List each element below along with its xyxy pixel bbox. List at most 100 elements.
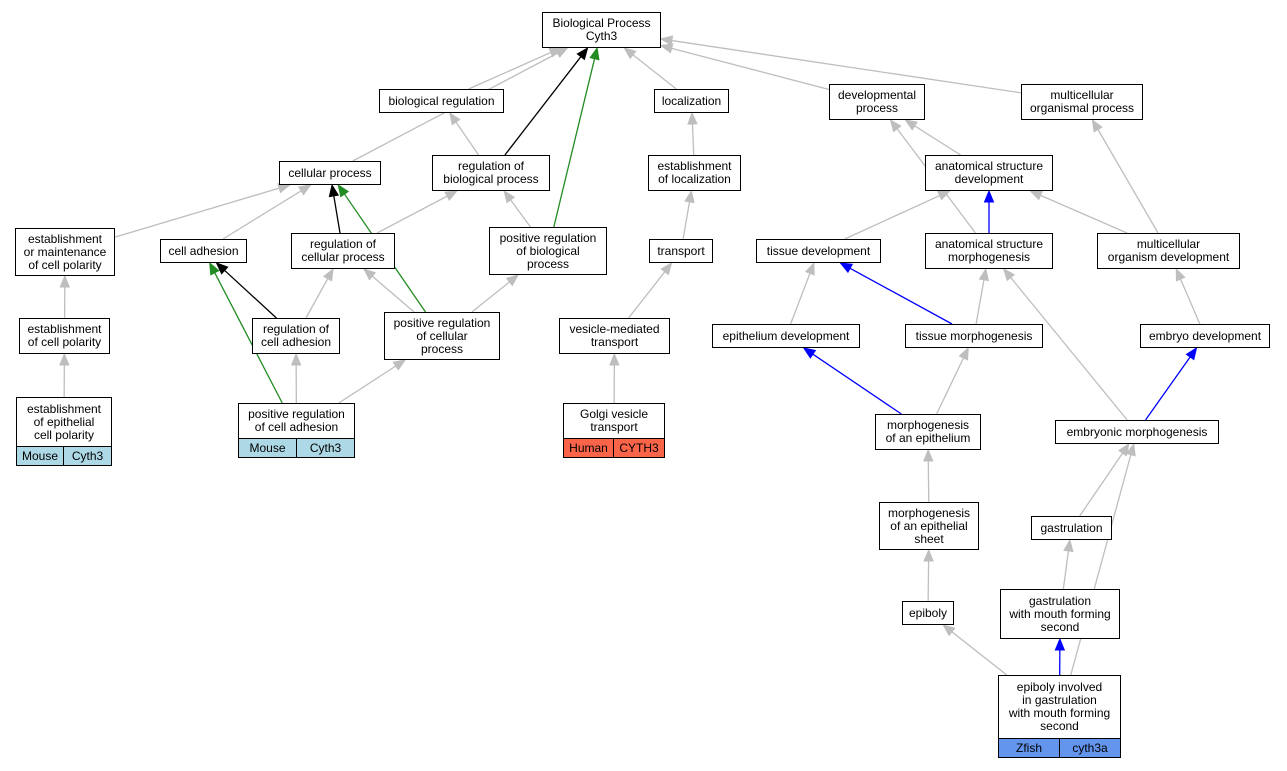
go-term-bp[interactable]: Biological Process Cyth3 — [542, 12, 661, 48]
go-term-vmt[interactable]: vesicle-mediated transport — [559, 318, 670, 354]
go-term-epd[interactable]: epithelium development — [712, 324, 860, 348]
arrowhead — [362, 268, 377, 281]
arrowhead — [923, 548, 934, 562]
edge-emm-to-emd — [1144, 356, 1191, 421]
arrowhead — [1054, 637, 1066, 651]
arrowhead — [983, 189, 995, 203]
edge-breg-to-bp — [468, 51, 552, 90]
go-term-cp[interactable]: cellular process — [279, 161, 381, 185]
edge-rcp-to-rbp — [376, 195, 448, 234]
go-term-eloc[interactable]: establishment of localization — [648, 155, 741, 191]
arrowhead — [589, 46, 600, 61]
go-term-moe[interactable]: morphogenesis of an epithelium — [875, 414, 981, 450]
edge-rca-to-rcp — [305, 278, 329, 319]
go-term-ecp[interactable]: establishment of cell polarity — [19, 318, 110, 354]
edge-prcp-to-prbp — [471, 281, 510, 313]
arrowhead — [290, 352, 302, 366]
arrowhead — [623, 47, 637, 60]
go-term-prbp[interactable]: positive regulation of biological proces… — [489, 227, 607, 275]
go-term-prca[interactable]: positive regulation of cell adhesion — [238, 403, 355, 439]
edge-mod-to-mop — [1097, 129, 1159, 234]
arrowhead — [576, 46, 589, 61]
edge-tr-to-eloc — [682, 201, 691, 240]
arrowhead — [322, 267, 334, 282]
arrowhead — [904, 119, 918, 131]
species-tag: Mouse — [16, 446, 64, 466]
edge-mod-to-asd — [1040, 194, 1128, 234]
edge-emd-to-mod — [1179, 278, 1201, 325]
go-term-loc[interactable]: localization — [654, 89, 729, 113]
edge-eig-to-emm — [1070, 454, 1132, 676]
edge-rbp-to-breg — [455, 121, 480, 156]
go-term-ca[interactable]: cell adhesion — [160, 239, 247, 263]
go-term-breg[interactable]: biological regulation — [379, 89, 504, 113]
go-term-rca[interactable]: regulation of cell adhesion — [252, 318, 340, 354]
edge-rca-to-ca — [224, 269, 277, 319]
arrowhead — [277, 183, 292, 194]
arrowhead — [392, 359, 407, 371]
arrowhead — [1002, 267, 1016, 282]
arrowhead — [1091, 118, 1103, 133]
edge-rcp-to-cp — [333, 195, 341, 234]
go-term-gvt[interactable]: Golgi vesicle transport — [563, 403, 665, 439]
edge-td-to-asd — [844, 194, 940, 240]
go-term-eig[interactable]: epiboly involved in gastrulation with mo… — [998, 675, 1121, 739]
arrowhead — [1029, 190, 1044, 201]
edge-moe-to-tm — [936, 357, 965, 415]
edge-devp-to-bp — [671, 47, 830, 91]
edge-asd-to-devp — [914, 125, 961, 156]
arrowhead — [958, 346, 969, 361]
go-term-asd[interactable]: anatomical structure development — [925, 155, 1053, 191]
arrowhead — [923, 448, 934, 462]
arrowhead — [889, 118, 902, 133]
go-term-gmfs[interactable]: gastrulation with mouth forming second — [1000, 589, 1120, 639]
arrowhead — [328, 183, 340, 198]
gene-tag: Cyth3 — [296, 438, 355, 458]
arrowhead — [503, 189, 516, 204]
arrowhead — [804, 261, 815, 276]
arrowhead — [215, 262, 229, 275]
go-term-emd[interactable]: embryo development — [1140, 324, 1270, 348]
go-term-asm[interactable]: anatomical structure morphogenesis — [925, 233, 1053, 269]
edge-mop-to-bp — [671, 39, 1022, 94]
go-term-tr[interactable]: transport — [649, 239, 713, 263]
go-term-emcp[interactable]: establishment or maintenance of cell pol… — [15, 228, 115, 276]
edge-gmfs-to-gas — [1062, 550, 1070, 590]
edge-emm-to-asm — [1010, 277, 1128, 421]
go-term-emm[interactable]: embryonic morphogenesis — [1055, 420, 1219, 444]
go-term-devp[interactable]: developmental process — [829, 84, 925, 120]
arrowhead — [209, 261, 220, 276]
arrowhead — [839, 262, 854, 274]
arrowhead — [660, 261, 673, 276]
arrowhead — [684, 189, 695, 204]
arrowhead — [802, 347, 817, 359]
arrowhead — [505, 274, 520, 287]
arrowhead — [449, 111, 461, 126]
edge-loc-to-bp — [632, 54, 677, 90]
edge-prcp-to-rcp — [371, 275, 415, 313]
go-term-rbp[interactable]: regulation of biological process — [432, 155, 550, 191]
edge-prbp-to-bp — [553, 58, 596, 228]
edge-prca-to-prcp — [338, 365, 397, 404]
go-term-prcp[interactable]: positive regulation of cellular process — [384, 312, 500, 360]
edge-tm-to-asm — [975, 279, 985, 325]
arrowhead — [297, 184, 312, 196]
arrowhead — [937, 190, 951, 201]
go-term-tm[interactable]: tissue morphogenesis — [905, 324, 1043, 348]
arrowhead — [687, 111, 698, 125]
gene-tag: Cyth3 — [63, 446, 112, 466]
go-term-epi[interactable]: epiboly — [902, 601, 954, 625]
go-term-mod[interactable]: multicellular organism development — [1097, 233, 1240, 269]
edge-tm-to-td — [849, 267, 953, 325]
arrowhead — [609, 352, 620, 366]
go-term-rcp[interactable]: regulation of cellular process — [291, 233, 395, 269]
go-term-moes[interactable]: morphogenesis of an epithelial sheet — [879, 502, 979, 550]
species-tag: Human — [563, 438, 614, 458]
edge-emcp-to-cp — [114, 187, 280, 238]
edge-gas-to-emm — [1079, 452, 1124, 517]
edge-vmt-to-tr — [628, 271, 666, 319]
go-term-eecp[interactable]: establishment of epithelial cell polarit… — [16, 397, 112, 447]
go-term-td[interactable]: tissue development — [756, 239, 881, 263]
go-term-gas[interactable]: gastrulation — [1031, 516, 1112, 540]
go-term-mop[interactable]: multicellular organismal process — [1021, 84, 1143, 120]
